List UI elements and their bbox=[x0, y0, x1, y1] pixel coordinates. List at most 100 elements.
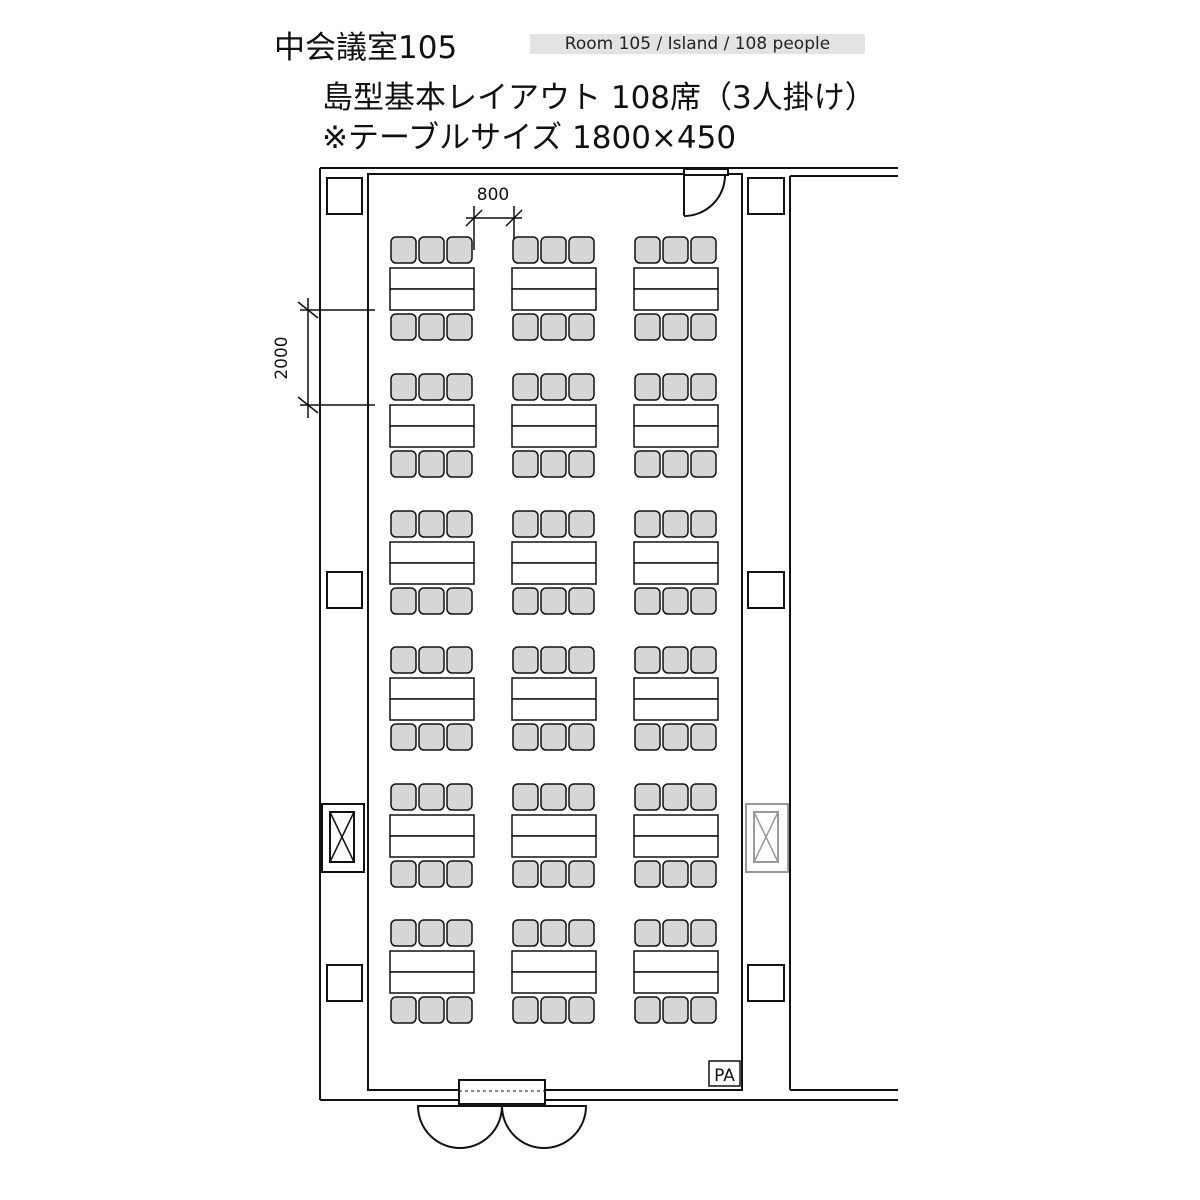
chair[interactable] bbox=[568, 646, 595, 674]
chair[interactable] bbox=[390, 373, 417, 401]
chair[interactable] bbox=[512, 860, 539, 888]
chair[interactable] bbox=[446, 646, 473, 674]
chair[interactable] bbox=[540, 587, 567, 615]
chair[interactable] bbox=[634, 860, 661, 888]
chair[interactable] bbox=[662, 919, 689, 947]
chair[interactable] bbox=[690, 860, 717, 888]
table[interactable] bbox=[511, 288, 597, 311]
chair[interactable] bbox=[446, 723, 473, 751]
chair[interactable] bbox=[418, 723, 445, 751]
chair[interactable] bbox=[446, 996, 473, 1024]
table[interactable] bbox=[389, 404, 475, 427]
door-bottom[interactable] bbox=[416, 1079, 588, 1149]
chair[interactable] bbox=[662, 373, 689, 401]
chair[interactable] bbox=[662, 313, 689, 341]
chair[interactable] bbox=[390, 510, 417, 538]
chair[interactable] bbox=[690, 919, 717, 947]
chair[interactable] bbox=[446, 587, 473, 615]
chair[interactable] bbox=[540, 919, 567, 947]
chair[interactable] bbox=[662, 450, 689, 478]
chair[interactable] bbox=[390, 783, 417, 811]
chair[interactable] bbox=[446, 783, 473, 811]
table[interactable] bbox=[511, 541, 597, 564]
table[interactable] bbox=[633, 288, 719, 311]
chair[interactable] bbox=[540, 373, 567, 401]
chair[interactable] bbox=[418, 919, 445, 947]
table[interactable] bbox=[633, 425, 719, 448]
chair[interactable] bbox=[634, 723, 661, 751]
table[interactable] bbox=[511, 267, 597, 290]
chair[interactable] bbox=[568, 236, 595, 264]
chair[interactable] bbox=[390, 646, 417, 674]
table[interactable] bbox=[633, 971, 719, 994]
chair[interactable] bbox=[512, 236, 539, 264]
chair[interactable] bbox=[418, 236, 445, 264]
chair[interactable] bbox=[634, 236, 661, 264]
chair[interactable] bbox=[634, 783, 661, 811]
chair[interactable] bbox=[634, 510, 661, 538]
chair[interactable] bbox=[690, 996, 717, 1024]
chair[interactable] bbox=[540, 996, 567, 1024]
chair[interactable] bbox=[634, 313, 661, 341]
chair[interactable] bbox=[512, 587, 539, 615]
chair[interactable] bbox=[540, 450, 567, 478]
chair[interactable] bbox=[540, 646, 567, 674]
table[interactable] bbox=[633, 835, 719, 858]
chair[interactable] bbox=[418, 373, 445, 401]
chair[interactable] bbox=[634, 646, 661, 674]
table[interactable] bbox=[389, 562, 475, 585]
chair[interactable] bbox=[690, 646, 717, 674]
chair[interactable] bbox=[662, 510, 689, 538]
chair[interactable] bbox=[390, 860, 417, 888]
table[interactable] bbox=[633, 267, 719, 290]
table[interactable] bbox=[389, 288, 475, 311]
chair[interactable] bbox=[512, 646, 539, 674]
chair[interactable] bbox=[512, 510, 539, 538]
table[interactable] bbox=[389, 267, 475, 290]
chair[interactable] bbox=[634, 919, 661, 947]
chair[interactable] bbox=[446, 373, 473, 401]
table[interactable] bbox=[511, 562, 597, 585]
chair[interactable] bbox=[634, 996, 661, 1024]
chair[interactable] bbox=[634, 587, 661, 615]
chair[interactable] bbox=[662, 723, 689, 751]
table[interactable] bbox=[511, 835, 597, 858]
chair[interactable] bbox=[690, 313, 717, 341]
chair[interactable] bbox=[568, 723, 595, 751]
table[interactable] bbox=[511, 971, 597, 994]
table[interactable] bbox=[633, 814, 719, 837]
chair[interactable] bbox=[446, 860, 473, 888]
table[interactable] bbox=[389, 425, 475, 448]
table[interactable] bbox=[633, 562, 719, 585]
chair[interactable] bbox=[512, 450, 539, 478]
table[interactable] bbox=[511, 698, 597, 721]
chair[interactable] bbox=[690, 723, 717, 751]
chair[interactable] bbox=[418, 450, 445, 478]
table[interactable] bbox=[389, 677, 475, 700]
table[interactable] bbox=[389, 835, 475, 858]
chair[interactable] bbox=[540, 313, 567, 341]
door-top[interactable] bbox=[683, 168, 729, 217]
chair[interactable] bbox=[540, 510, 567, 538]
chair[interactable] bbox=[690, 510, 717, 538]
chair[interactable] bbox=[446, 236, 473, 264]
chair[interactable] bbox=[662, 860, 689, 888]
chair[interactable] bbox=[418, 996, 445, 1024]
table[interactable] bbox=[389, 698, 475, 721]
table[interactable] bbox=[633, 950, 719, 973]
table[interactable] bbox=[633, 677, 719, 700]
chair[interactable] bbox=[390, 996, 417, 1024]
chair[interactable] bbox=[568, 996, 595, 1024]
chair[interactable] bbox=[568, 860, 595, 888]
table[interactable] bbox=[511, 814, 597, 837]
table[interactable] bbox=[389, 971, 475, 994]
chair[interactable] bbox=[568, 919, 595, 947]
table[interactable] bbox=[389, 814, 475, 837]
chair[interactable] bbox=[634, 450, 661, 478]
chair[interactable] bbox=[690, 450, 717, 478]
chair[interactable] bbox=[568, 313, 595, 341]
chair[interactable] bbox=[512, 919, 539, 947]
chair[interactable] bbox=[446, 919, 473, 947]
chair[interactable] bbox=[634, 373, 661, 401]
chair[interactable] bbox=[446, 510, 473, 538]
